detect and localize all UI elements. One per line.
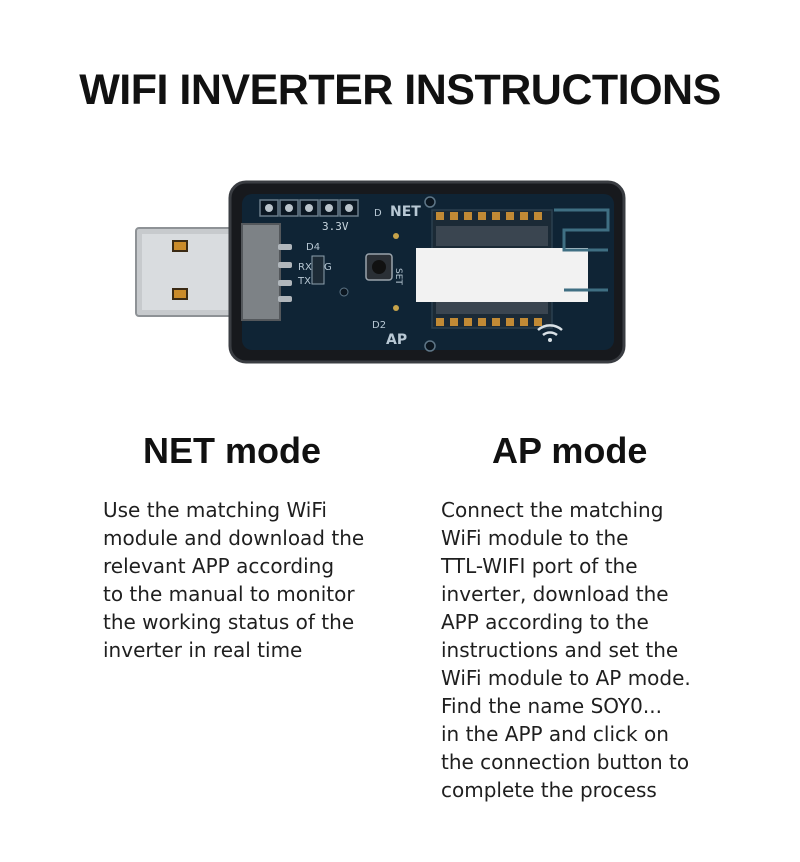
d4-label: D4 (306, 242, 320, 253)
net-mode-heading: NET mode (143, 430, 322, 471)
rx-label: RX (298, 262, 312, 273)
wifi-usb-dongle-image: 3.3V NET D D4 RX TX G SET D2 AP (135, 180, 626, 364)
set-button-icon (365, 253, 393, 281)
ap-mode-description: Connect the matching WiFi module to the … (441, 498, 691, 802)
net-mode-description: Use the matching WiFi module and downloa… (103, 498, 365, 662)
set-label: SET (393, 268, 403, 285)
label-sticker (416, 248, 588, 302)
page-title: WIFI INVERTER INSTRUCTIONS (79, 66, 721, 114)
tx-label: TX (297, 276, 311, 287)
d-label: D (374, 208, 382, 219)
net-label: NET (390, 204, 421, 220)
wifi-icon (537, 324, 563, 342)
g-label: G (324, 262, 332, 273)
voltage-label: 3.3V (322, 220, 349, 233)
ap-label: AP (386, 332, 407, 348)
ap-mode-heading: AP mode (492, 430, 648, 471)
d2-label: D2 (372, 320, 386, 331)
